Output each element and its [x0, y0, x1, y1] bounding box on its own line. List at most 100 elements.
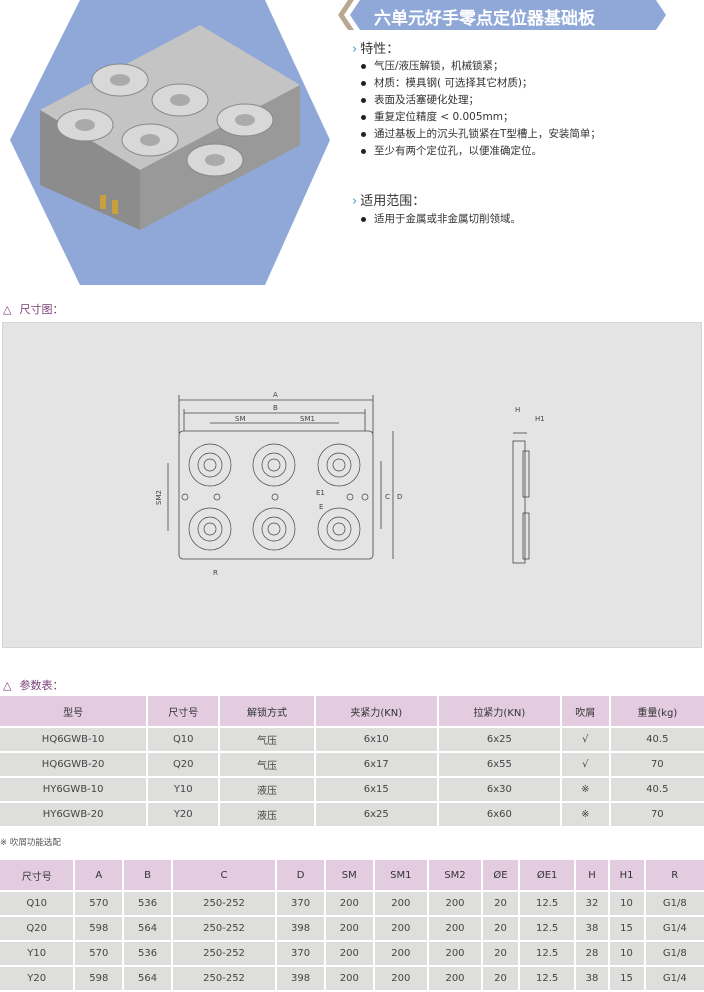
table-cell: HQ6GWB-20 — [0, 753, 147, 776]
table-cell: 250-252 — [172, 892, 276, 915]
table-cell: G1/4 — [645, 967, 704, 990]
list-item: 适用于金属或非金属切削领域。 — [356, 211, 521, 228]
list-item: 气压/液压解锁，机械锁紧； — [356, 58, 601, 75]
table-cell: 536 — [124, 892, 171, 915]
params-table: 型号尺寸号解锁方式夹紧力(KN)拉紧力(KN)吹屑重量(kg)HQ6GWB-10… — [0, 694, 704, 828]
dim-label-h1: H1 — [535, 415, 545, 423]
table-cell: 200 — [374, 942, 427, 965]
table-cell: 200 — [428, 917, 482, 940]
table-cell: 570 — [75, 892, 123, 915]
table-cell: 20 — [483, 917, 518, 940]
table-cell: 6x17 — [315, 753, 437, 776]
table-cell: 40.5 — [610, 728, 704, 751]
table-cell: 250-252 — [172, 917, 276, 940]
table-cell: 70 — [610, 803, 704, 826]
dim-label-b: B — [273, 404, 278, 412]
table-cell: 6x60 — [438, 803, 560, 826]
table-cell: 液压 — [220, 803, 314, 826]
dim-label-sm1: SM1 — [300, 415, 315, 423]
table-cell: 6x25 — [438, 728, 560, 751]
table-cell: 液压 — [220, 778, 314, 801]
column-header: 型号 — [0, 696, 147, 726]
scope-list: 适用于金属或非金属切削领域。 — [356, 211, 521, 228]
table-cell: 570 — [75, 942, 123, 965]
table-cell: 564 — [124, 917, 171, 940]
table-cell: 200 — [325, 942, 373, 965]
column-header: SM1 — [374, 860, 427, 890]
table-cell: Y20 — [148, 803, 219, 826]
table-cell: 12.5 — [519, 942, 575, 965]
dim-label-r: R — [213, 569, 218, 577]
table-cell: 15 — [609, 917, 644, 940]
table-cell: 398 — [277, 967, 324, 990]
column-header: ØE — [483, 860, 518, 890]
table-cell: 200 — [374, 917, 427, 940]
table-cell: √ — [561, 728, 609, 751]
dim-label-sm: SM — [235, 415, 245, 423]
table-cell: 15 — [609, 967, 644, 990]
table-cell: 6x25 — [315, 803, 437, 826]
column-header: A — [75, 860, 123, 890]
table-cell: 250-252 — [172, 942, 276, 965]
column-header: 吹屑 — [561, 696, 609, 726]
dim-label-d: D — [397, 493, 402, 501]
table-cell: 564 — [124, 967, 171, 990]
table-cell: 20 — [483, 942, 518, 965]
table-cell: 200 — [325, 917, 373, 940]
column-header: SM — [325, 860, 373, 890]
table-cell: 370 — [277, 892, 324, 915]
list-item: 表面及活塞硬化处理； — [356, 92, 601, 109]
table-cell: 32 — [576, 892, 608, 915]
table-cell: ※ — [561, 778, 609, 801]
dim-label-h: H — [515, 406, 520, 414]
scope-heading: ›适用范围： — [352, 194, 426, 209]
table-cell: Y10 — [0, 942, 74, 965]
column-header: 拉紧力(KN) — [438, 696, 560, 726]
table-cell: G1/8 — [645, 942, 704, 965]
table-cell: 6x55 — [438, 753, 560, 776]
table-cell: 598 — [75, 917, 123, 940]
table-cell: 200 — [374, 892, 427, 915]
table-cell: 200 — [374, 967, 427, 990]
table-cell: 38 — [576, 917, 608, 940]
table-cell: 12.5 — [519, 917, 575, 940]
table-cell: 10 — [609, 892, 644, 915]
list-item: 重复定位精度 < 0.005mm； — [356, 109, 601, 126]
product-photo — [10, 0, 330, 285]
column-header: 尺寸号 — [0, 860, 74, 890]
column-header: ØE1 — [519, 860, 575, 890]
list-item: 至少有两个定位孔，以便准确定位。 — [356, 143, 601, 160]
column-header: C — [172, 860, 276, 890]
table-cell: 598 — [75, 967, 123, 990]
table-cell: G1/4 — [645, 917, 704, 940]
dim-label-e1: E1 — [316, 489, 325, 497]
table-cell: 370 — [277, 942, 324, 965]
table-cell: 12.5 — [519, 892, 575, 915]
table-cell: HY6GWB-20 — [0, 803, 147, 826]
dimension-drawing: A B SM SM1 SM2 C D R E1 E H H1 — [2, 322, 702, 648]
table-cell: 20 — [483, 967, 518, 990]
table-cell: 200 — [428, 967, 482, 990]
list-item: 通过基板上的沉头孔锁紧在T型槽上，安装简单； — [356, 126, 601, 143]
table-cell: Q20 — [0, 917, 74, 940]
column-header: B — [124, 860, 171, 890]
column-header: 夹紧力(KN) — [315, 696, 437, 726]
table-cell: 250-252 — [172, 967, 276, 990]
table-cell: Y10 — [148, 778, 219, 801]
dim-label-e: E — [319, 503, 323, 511]
column-header: 重量(kg) — [610, 696, 704, 726]
table-cell: 200 — [325, 967, 373, 990]
table-cell: 40.5 — [610, 778, 704, 801]
params-note: ※ 吹屑功能选配 — [0, 838, 61, 848]
drawing-label: △尺寸图： — [3, 303, 64, 316]
page-title: 六单元好手零点定位器基础板 — [374, 9, 595, 29]
table-cell: 6x30 — [438, 778, 560, 801]
dim-label-sm2: SM2 — [155, 490, 163, 505]
